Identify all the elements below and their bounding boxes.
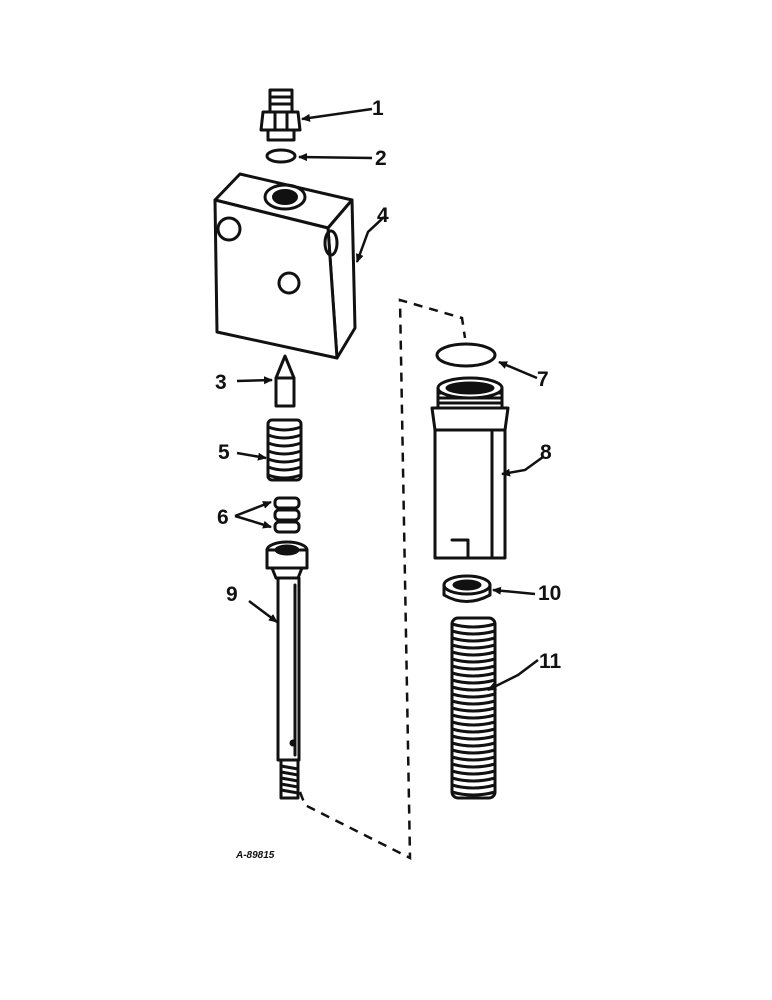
spring-coil xyxy=(450,790,497,797)
callout-11: 11 xyxy=(539,650,562,673)
spring-coil xyxy=(450,629,497,636)
spring-coil xyxy=(450,720,497,727)
spring-coil xyxy=(450,713,497,720)
spring-coil xyxy=(450,622,497,629)
spring-coil xyxy=(450,776,497,783)
spring-coil xyxy=(450,741,497,748)
spring-coil xyxy=(450,783,497,790)
callout-7: 7 xyxy=(537,368,549,391)
figure-id: A-89815 xyxy=(235,850,275,861)
callout-10: 10 xyxy=(538,582,561,605)
plug-part-8 xyxy=(430,376,510,560)
shims-part-6 xyxy=(273,496,301,534)
spring-coil xyxy=(450,699,497,706)
spring-coil xyxy=(450,755,497,762)
callout-6: 6 xyxy=(217,506,229,529)
seal-washer-part-10 xyxy=(442,574,492,603)
spring-part-5 xyxy=(266,418,303,482)
callout-5: 5 xyxy=(218,441,230,464)
spring-coil xyxy=(450,762,497,769)
callout-3: 3 xyxy=(215,371,227,394)
spring-coil xyxy=(450,671,497,678)
callout-8: 8 xyxy=(540,441,552,464)
spring-part-11 xyxy=(450,616,497,800)
o-ring-part-2 xyxy=(265,148,297,164)
spring-coil xyxy=(450,769,497,776)
spring-coil xyxy=(450,650,497,657)
assembly-dashed-line xyxy=(298,298,467,861)
spring-coil xyxy=(450,636,497,643)
spring-coil xyxy=(450,727,497,734)
fitting-part-1 xyxy=(259,88,302,142)
spring-coil xyxy=(450,748,497,755)
valve-body-part-4 xyxy=(213,172,357,360)
callout-1: 1 xyxy=(372,97,384,120)
leader-arrows xyxy=(234,107,544,692)
callout-2: 2 xyxy=(375,147,387,170)
spring-coil xyxy=(450,734,497,741)
o-ring-part-7 xyxy=(435,342,497,368)
spring-coil xyxy=(450,692,497,699)
callout-9: 9 xyxy=(226,583,238,606)
spring-coil xyxy=(450,643,497,650)
callout-4: 4 xyxy=(377,204,389,227)
stem-part-9 xyxy=(265,540,309,800)
spring-coil xyxy=(450,678,497,685)
poppet-part-3 xyxy=(274,354,296,408)
spring-coil xyxy=(450,664,497,671)
spring-coil xyxy=(450,706,497,713)
spring-coil xyxy=(450,657,497,664)
